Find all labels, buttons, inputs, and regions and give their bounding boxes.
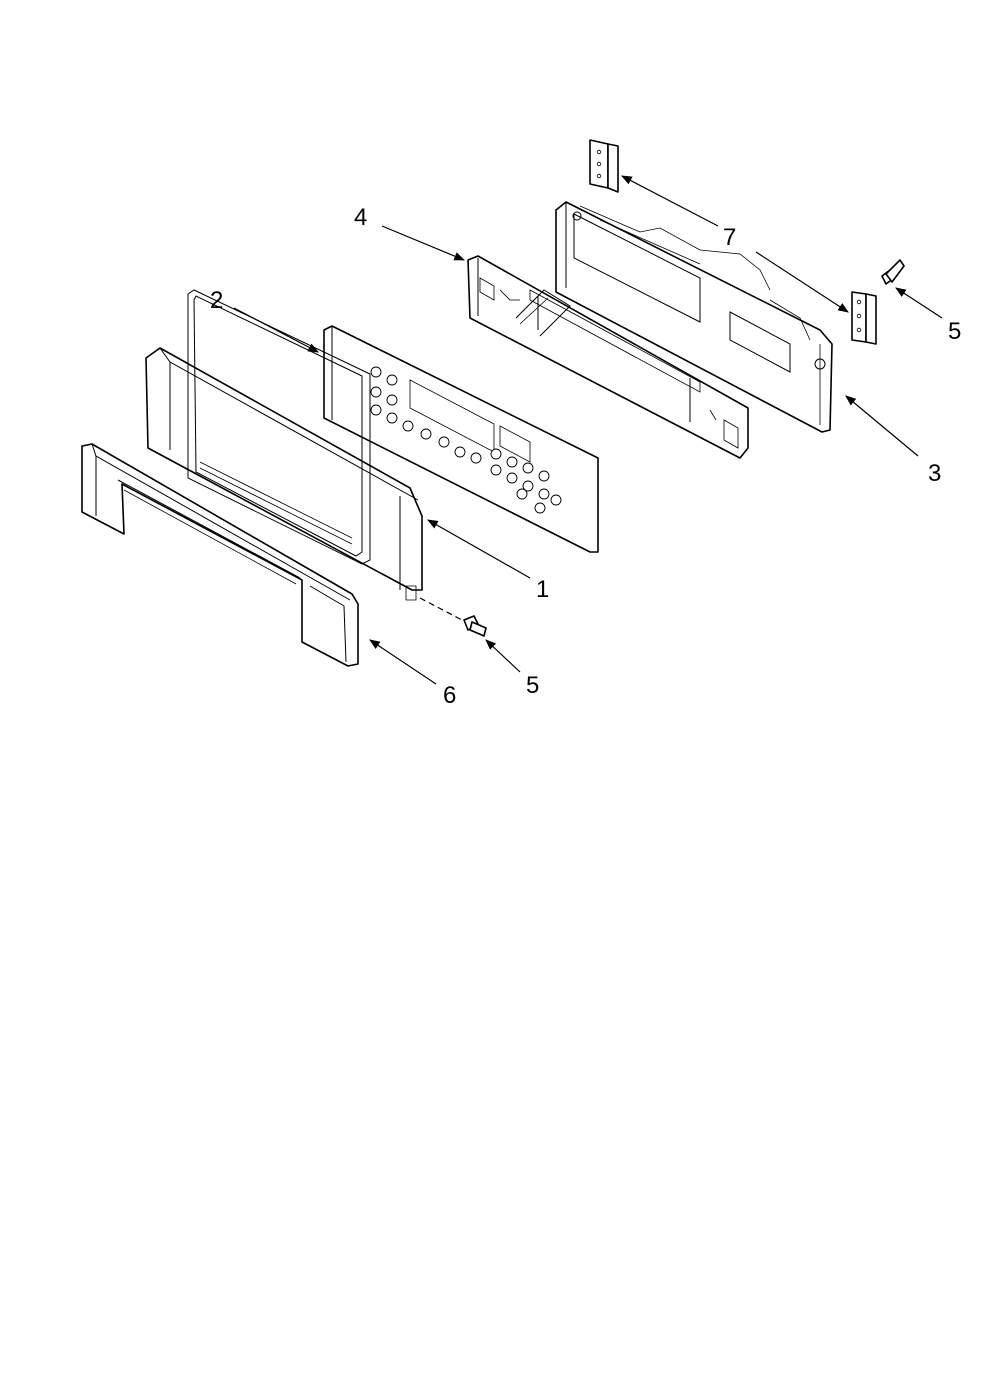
callout-3: 3 <box>928 460 941 487</box>
leader-6 <box>369 639 437 685</box>
part-control-panel <box>323 289 599 553</box>
leader-3 <box>845 395 919 457</box>
callout-5-upper: 5 <box>948 318 961 345</box>
callout-5-lower: 5 <box>526 672 539 699</box>
callout-1: 1 <box>536 576 549 603</box>
callout-labels: 1 2 3 4 5 5 6 7 <box>210 204 961 709</box>
part-lower-trim <box>81 443 359 667</box>
part-screw-lower <box>419 597 487 637</box>
part-rear-housing <box>555 201 833 433</box>
leader-lines <box>233 175 943 685</box>
leader-7a <box>621 175 719 227</box>
callout-6: 6 <box>443 682 456 709</box>
callout-4: 4 <box>354 204 367 231</box>
leader-7b <box>755 251 849 313</box>
part-console-trim <box>145 289 423 601</box>
part-screw-upper <box>881 259 905 285</box>
callout-2: 2 <box>210 287 223 314</box>
part-hinge-bracket-upper <box>589 139 619 193</box>
leader-5a <box>895 287 943 319</box>
callout-7: 7 <box>723 224 736 251</box>
leader-5b <box>485 639 521 673</box>
leader-2 <box>233 307 319 353</box>
part-hinge-bracket-lower <box>851 291 877 345</box>
leader-1 <box>427 519 531 579</box>
part-inner-bracket <box>467 255 749 459</box>
leader-4 <box>381 225 465 261</box>
